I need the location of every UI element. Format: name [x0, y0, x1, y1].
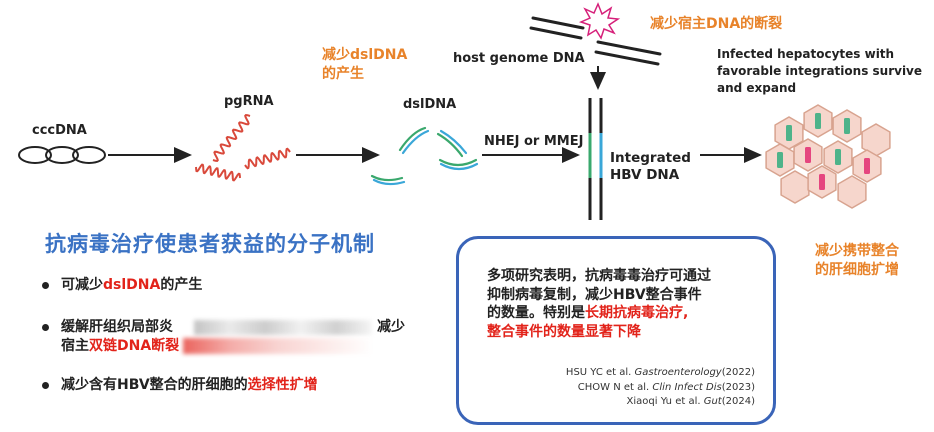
integration-mark-green [815, 113, 821, 129]
integration-mark-pink [819, 174, 825, 190]
bullet-2-line2-highlight: 双链DNA断裂 [89, 338, 180, 354]
bullet-2-line1-end: 减少 [377, 319, 405, 335]
host-genome-dna-icon [529, 16, 662, 66]
evidence-line-3-highlight: 长期抗病毒治疗, [585, 305, 689, 321]
dsldna-label: dslDNA [403, 97, 457, 112]
bullet-2-line2: 宿主双链DNA断裂 [61, 337, 179, 355]
bullet-1-suffix: 的产生 [160, 277, 203, 293]
bullet-2-line2-prefix: 宿主 [61, 338, 89, 354]
infected-hepatocytes-label: Infected hepatocytes with favorable inte… [717, 47, 923, 95]
cccdna-icon [18, 146, 106, 164]
integration-mark-green [777, 152, 783, 168]
nhej-label: NHEJ or MMEJ [484, 134, 584, 149]
evidence-line-2: 抑制病毒复制，减少HBV整合事件 [487, 286, 702, 303]
pgrna-icon [195, 113, 291, 182]
reference-item: CHOW N et al. Clin Infect Dis(2023) [577, 381, 755, 393]
bullet-1-highlight: dslDNA [103, 277, 161, 293]
bullet-dot [42, 323, 49, 331]
dsldna-icon [370, 126, 479, 186]
integration-mark-green [835, 149, 841, 165]
bullet-3-prefix: 减少含有HBV整合的肝细胞的 [61, 377, 248, 393]
integration-mark-pink [805, 147, 811, 163]
mechanism-title: 抗病毒治疗使患者获益的分子机制 [45, 232, 375, 256]
note-reduce-host-break: 减少宿主DNA的断裂 [650, 16, 783, 32]
note-reduce-dsldna: 减少dslDNA 的产生 [322, 47, 408, 82]
integration-mark-green [844, 118, 850, 134]
host-genome-label: host genome DNA [453, 51, 585, 66]
note-reduce-expansion: 减少携带整合 的肝细胞扩增 [815, 243, 899, 278]
reference-item: HSU YC et al. Gastroenterology(2022) [565, 367, 755, 378]
cccdna-label: cccDNA [32, 123, 87, 138]
references: HSU YC et al. Gastroenterology(2022) CHO… [566, 366, 755, 410]
integrated-hbv-dna-icon [588, 98, 603, 220]
evidence-line-3-prefix: 的数量。特别是 [487, 305, 585, 321]
obscured-text-region-red [183, 338, 373, 354]
dna-break-burst-icon [578, 2, 621, 40]
evidence-box: 多项研究表明，抗病毒毒治疗可通过 抑制病毒复制，减少HBV整合事件 的数量。特别… [456, 236, 776, 425]
pgrna-label: pgRNA [224, 94, 274, 109]
evidence-line-3: 的数量。特别是长期抗病毒治疗, [487, 304, 762, 323]
bullet-1: 可减少dslDNA的产生 [42, 276, 202, 294]
bullet-3: 减少含有HBV整合的肝细胞的选择性扩增 [42, 376, 318, 394]
integration-mark-green [786, 125, 792, 141]
bullet-2-line1-prefix: 缓解肝组织局部炎 [61, 319, 173, 335]
hepatocyte-cell [837, 175, 867, 209]
evidence-line-4: 整合事件的数量显著下降 [487, 323, 641, 340]
bullet-1-prefix: 可减少 [61, 277, 103, 293]
bullet-2: 缓解肝组织局部炎 [42, 318, 422, 336]
integration-mark-pink [864, 158, 870, 174]
evidence-text: 多项研究表明，抗病毒毒治疗可通过 抑制病毒复制，减少HBV整合事件 的数量。特别… [487, 267, 762, 341]
bullet-dot [42, 281, 49, 289]
hepatocyte-cell [780, 170, 810, 204]
obscured-text-region [194, 320, 372, 335]
integrated-hbv-label: Integrated HBV DNA [610, 150, 691, 183]
bullet-3-highlight: 选择性扩增 [247, 377, 318, 393]
evidence-line-1: 多项研究表明，抗病毒毒治疗可通过 [487, 268, 711, 284]
reference-item: Xiaoqi Yu et al. Gut(2024) [626, 396, 755, 407]
bullet-dot [42, 381, 49, 389]
hepatocyte-cluster-icon [765, 104, 891, 209]
